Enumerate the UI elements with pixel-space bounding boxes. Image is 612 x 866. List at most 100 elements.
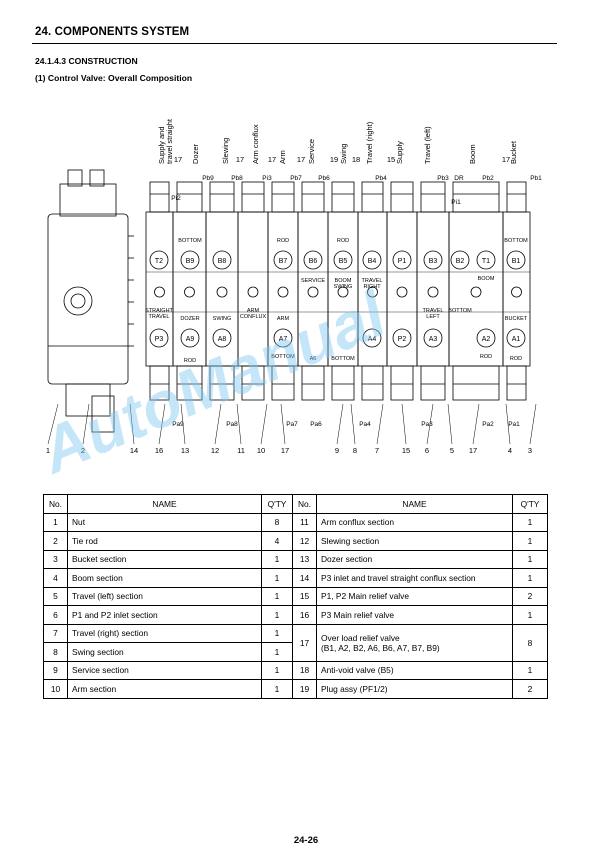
part-name: Anti-void valve (B5) [316, 660, 513, 680]
spool-cap-bottom [209, 365, 235, 401]
callout-number: 12 [211, 446, 219, 455]
spool-cap-top [149, 181, 170, 213]
part-name: P1, P2 Main relief valve [316, 586, 513, 606]
spool-cap-bottom [506, 365, 527, 401]
leader-line [350, 403, 356, 445]
part-qty: 2 [512, 586, 548, 606]
port-label: B3 [429, 258, 438, 265]
callout-number: 17 [297, 155, 305, 164]
callout-number: 15 [402, 446, 410, 455]
part-name: Over load relief valve(B1, A2, B2, A6, B… [316, 623, 513, 662]
part-name: Plug assy (PF1/2) [316, 679, 513, 699]
part-qty: 1 [261, 549, 293, 569]
leader-line [472, 403, 480, 445]
leader-line [336, 403, 344, 445]
port-label: P1 [398, 258, 407, 265]
port-top-label: Pb6 [318, 175, 330, 182]
side-view-bolt [91, 395, 115, 433]
part-name: Boom section [67, 568, 262, 588]
small-port [277, 286, 289, 298]
port-label: P3 [155, 336, 164, 343]
callout-number: 3 [528, 446, 532, 455]
port-circle [303, 250, 323, 270]
section-label: BOTTOM [448, 308, 472, 314]
subsection-title: (1) Control Valve: Overall Composition [35, 73, 193, 83]
port-top-label: Pb4 [375, 175, 387, 182]
table-header-row: No. NAME Q'TY No. NAME Q'TY [43, 494, 548, 514]
function-label: Swing [339, 144, 348, 164]
part-qty: 1 [261, 605, 293, 625]
part-number: 13 [292, 549, 317, 569]
header-no: No. [292, 494, 317, 514]
port-bottom-label: Pa9 [172, 421, 184, 428]
part-number: 11 [292, 512, 317, 532]
part-qty: 1 [261, 679, 293, 699]
section-label: ROD [337, 238, 349, 244]
part-qty: 1 [261, 660, 293, 680]
port-label: B9 [186, 258, 195, 265]
valve-section [237, 211, 269, 367]
part-number: 9 [43, 660, 68, 680]
section-label: BOTTOM [331, 356, 355, 362]
spool-cap-top [420, 181, 446, 213]
header-qty: Q'TY [261, 494, 293, 514]
part-qty: 1 [261, 642, 293, 662]
part-name: Swing section [67, 642, 262, 662]
spool-cap-bottom [331, 365, 355, 401]
part-qty: 1 [512, 512, 548, 532]
leader-line [47, 403, 59, 445]
port-circle [149, 328, 169, 348]
spool-cap-bottom [420, 365, 446, 401]
port-top-label: Pb2 [482, 175, 494, 182]
part-number: 1 [43, 512, 68, 532]
port-bottom-label: Pa7 [286, 421, 298, 428]
part-name: Tie rod [67, 531, 262, 551]
part-qty: 4 [261, 531, 293, 551]
section-label: ARM [277, 316, 290, 322]
port-label: B8 [218, 258, 227, 265]
port-circle [423, 250, 443, 270]
port-circle [212, 250, 232, 270]
section-title: 24.1.4.3 CONSTRUCTION [35, 56, 138, 66]
side-view-body [47, 213, 129, 385]
spool-cap-top [209, 181, 235, 213]
callout-number: 15 [387, 155, 395, 164]
leader-line [214, 403, 222, 445]
small-port [307, 286, 319, 298]
part-qty: 1 [261, 586, 293, 606]
part-qty: 1 [512, 568, 548, 588]
port-top-label: Pi1 [451, 199, 461, 206]
port-bottom-label: Pa8 [226, 421, 238, 428]
small-port [470, 286, 482, 298]
callout-number: 14 [130, 446, 138, 455]
leader-line [260, 403, 268, 445]
part-qty: 1 [512, 549, 548, 569]
part-name: Nut [67, 512, 262, 532]
spool-cap-top [506, 181, 527, 213]
port-label: P2 [398, 336, 407, 343]
function-label: Travel (right) [365, 121, 374, 164]
callout-number: 18 [352, 155, 360, 164]
spool-cap-top [331, 181, 355, 213]
small-port [427, 286, 439, 298]
part-name: Service section [67, 660, 262, 680]
part-number: 16 [292, 605, 317, 625]
header-name: NAME [67, 494, 262, 514]
callout-number: 8 [353, 446, 357, 455]
leader-line [236, 403, 242, 445]
small-port [154, 286, 165, 298]
port-label: B6 [309, 258, 318, 265]
port-circle [273, 328, 293, 348]
port-top-label: Pb8 [231, 175, 243, 182]
function-label: Dozer [191, 143, 200, 164]
small-port [396, 286, 408, 298]
